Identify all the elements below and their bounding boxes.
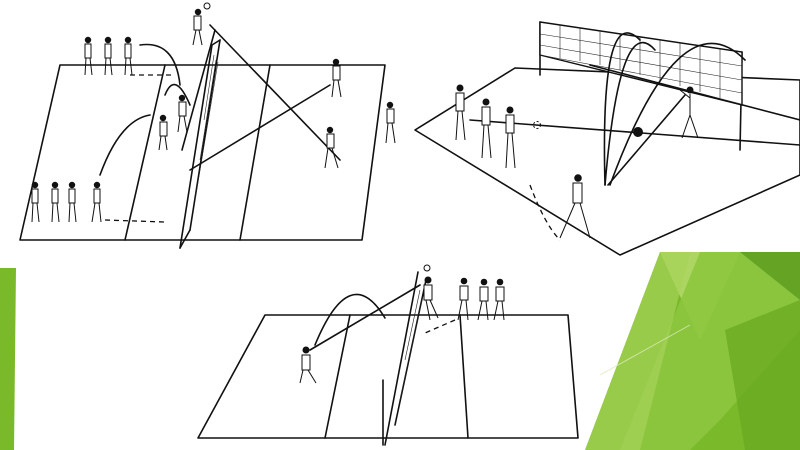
spiker-player	[424, 265, 438, 320]
defender-player	[300, 347, 316, 384]
players-waiting	[458, 278, 504, 320]
net	[383, 272, 426, 445]
